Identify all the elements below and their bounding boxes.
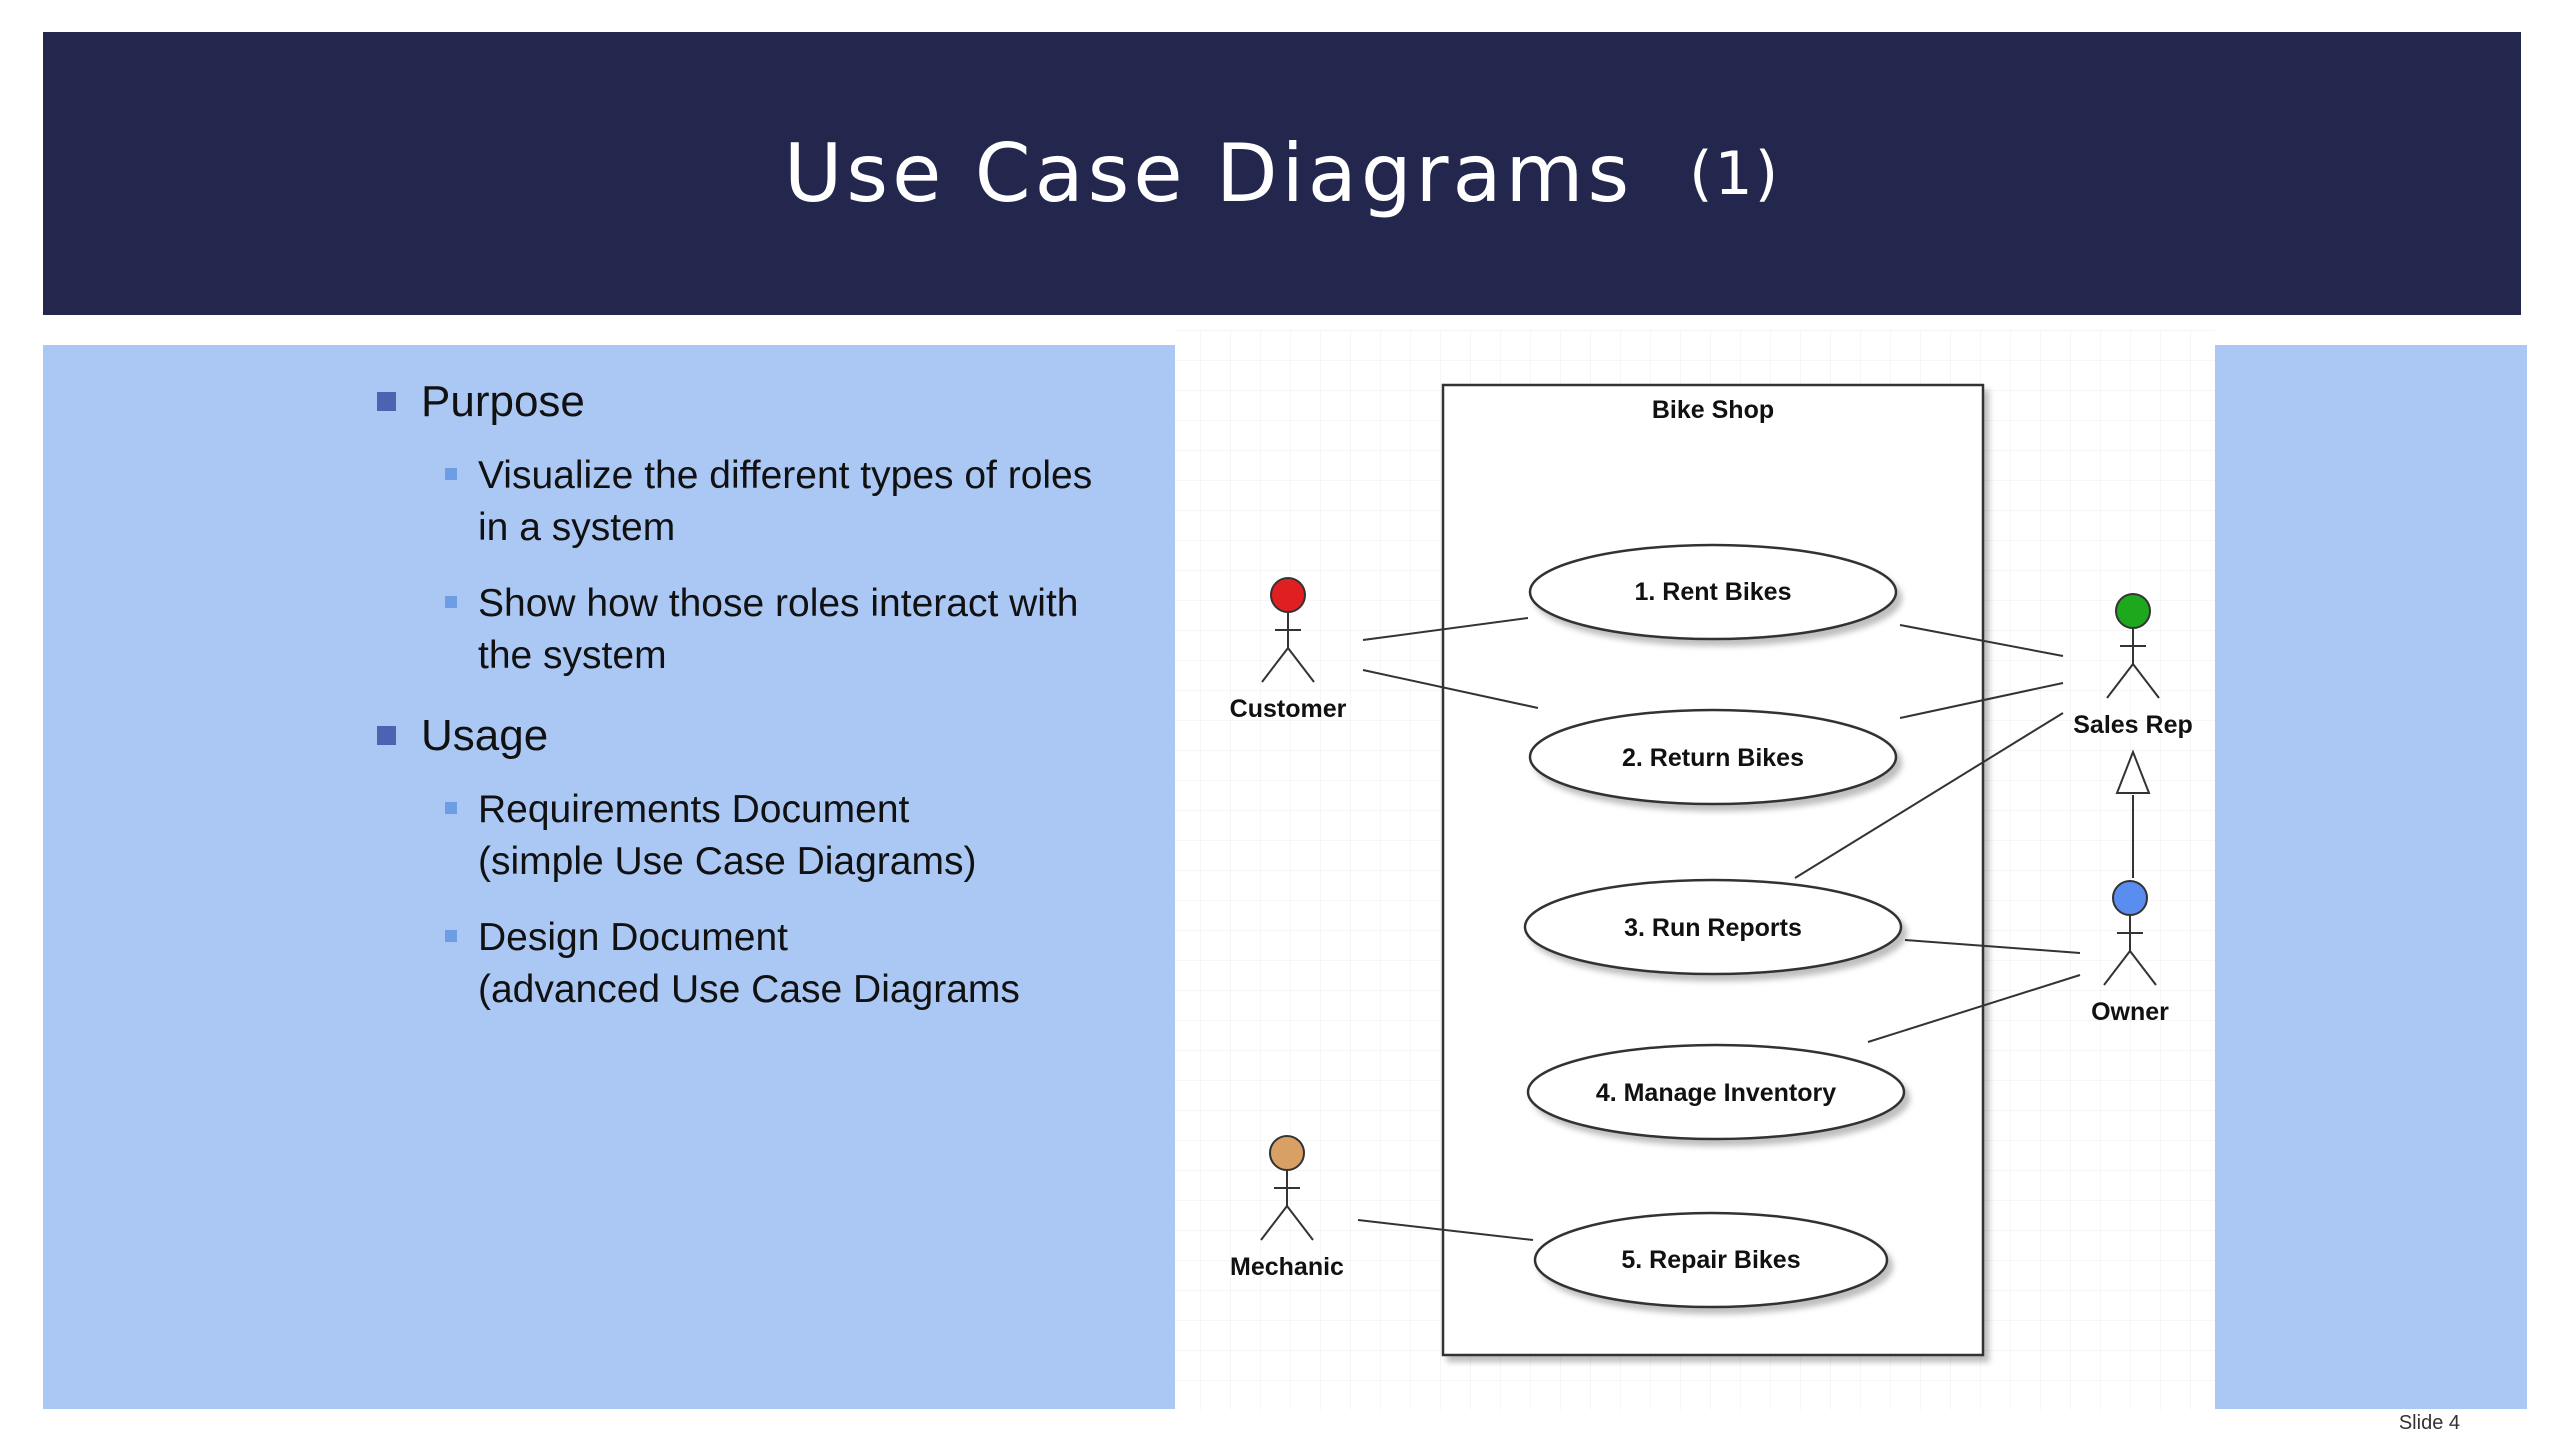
actor-label: Owner <box>2091 998 2169 1026</box>
sub-bullet-line: in a system <box>478 506 676 549</box>
bullet-square-icon <box>445 596 457 608</box>
bullet-square-icon <box>445 930 457 942</box>
generalization-arrow-icon <box>2115 749 2151 794</box>
actor-head-icon <box>1270 577 1306 613</box>
actor-mechanic: Mechanic <box>1230 1135 1344 1281</box>
bullet-square-icon <box>377 726 396 745</box>
actor-label: Sales Rep <box>2073 711 2193 739</box>
actor-sales-rep: Sales Rep <box>2073 593 2193 739</box>
slide-number: Slide 4 <box>2398 1412 2460 1434</box>
use-case-diagram: Bike Shop 1. Rent Bikes 2. Return Bikes … <box>1175 330 2215 1410</box>
bullet-purpose: Purpose <box>377 372 1177 432</box>
sub-bullet-line: Show how those roles interact with <box>478 582 1079 625</box>
use-case-label: 1. Rent Bikes <box>1634 578 1791 606</box>
actor-customer: Customer <box>1230 577 1347 723</box>
bullet-text: Purpose <box>421 377 585 426</box>
bullet-square-icon <box>377 392 396 411</box>
sub-bullet: Show how those roles interact with the s… <box>377 578 1177 682</box>
bullet-text: Usage <box>421 711 549 760</box>
stick-figure-icon <box>2106 628 2160 699</box>
assoc-salesrep-reports <box>1794 712 2064 879</box>
use-case-label: 4. Manage Inventory <box>1596 1079 1836 1107</box>
sub-bullet-line: Requirements Document <box>478 788 910 831</box>
actor-label: Customer <box>1230 695 1347 723</box>
right-panel <box>2215 345 2527 1409</box>
stick-figure-icon <box>1260 1170 1314 1241</box>
sub-bullet-line: the system <box>478 634 667 677</box>
stick-figure-icon <box>1261 612 1315 683</box>
assoc-customer-rent <box>1362 617 1529 641</box>
use-case-label: 5. Repair Bikes <box>1621 1246 1800 1274</box>
use-case-label: 3. Run Reports <box>1624 914 1802 942</box>
actor-owner: Owner <box>2091 880 2169 1026</box>
use-case-run-reports: 3. Run Reports <box>1523 878 1903 976</box>
use-case-label: 2. Return Bikes <box>1622 744 1804 772</box>
assoc-owner-inventory <box>1867 974 2081 1043</box>
assoc-owner-reports <box>1904 939 2081 954</box>
bullet-square-icon <box>445 468 457 480</box>
title-bar: Use Case Diagrams (1) <box>43 32 2521 315</box>
actor-head-icon <box>2115 593 2151 629</box>
use-case-return-bikes: 2. Return Bikes <box>1528 708 1898 806</box>
sub-bullet: Design Document (advanced Use Case Diagr… <box>377 912 1177 1016</box>
sub-bullet: Visualize the different types of roles i… <box>377 450 1177 554</box>
slide-title: Use Case Diagrams <box>783 127 1634 220</box>
bullet-usage: Usage <box>377 706 1177 766</box>
associations <box>1357 617 2134 1241</box>
assoc-salesrep-rent <box>1899 624 2064 657</box>
sub-bullet-line: (simple Use Case Diagrams) <box>478 840 977 883</box>
actor-head-icon <box>1269 1135 1305 1171</box>
system-name: Bike Shop <box>1652 396 1774 424</box>
slide-title-suffix: (1) <box>1689 138 1781 209</box>
sub-bullet-line: Design Document <box>478 916 788 959</box>
assoc-customer-return <box>1362 669 1539 709</box>
sub-bullet-line: (advanced Use Case Diagrams <box>478 968 1020 1011</box>
bullet-list: Purpose Visualize the different types of… <box>377 372 1177 1040</box>
use-case-rent-bikes: 1. Rent Bikes <box>1528 543 1898 641</box>
actor-label: Mechanic <box>1230 1253 1344 1281</box>
actor-head-icon <box>2112 880 2148 916</box>
assoc-salesrep-return <box>1899 682 2064 719</box>
stick-figure-icon <box>2103 915 2157 986</box>
use-case-manage-inventory: 4. Manage Inventory <box>1526 1043 1906 1141</box>
assoc-mechanic-repair <box>1357 1219 1534 1241</box>
use-case-repair-bikes: 5. Repair Bikes <box>1533 1211 1889 1309</box>
system-boundary <box>1441 383 1985 1357</box>
sub-bullet: Requirements Document (simple Use Case D… <box>377 784 1177 888</box>
bullet-square-icon <box>445 802 457 814</box>
left-panel <box>43 345 1175 1409</box>
sub-bullet-line: Visualize the different types of roles <box>478 454 1093 497</box>
